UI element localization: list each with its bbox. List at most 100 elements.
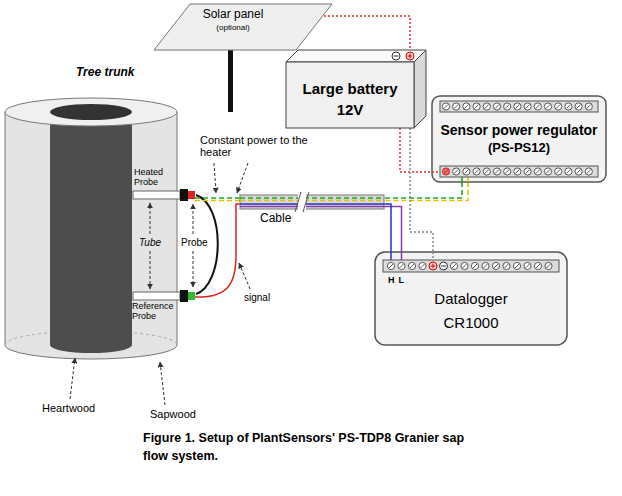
pin-name: L <box>399 276 405 286</box>
leader-arrow <box>150 203 151 234</box>
terminal-screw <box>534 103 541 110</box>
terminal-screw <box>585 168 592 175</box>
plus-terminal <box>406 52 414 60</box>
figure-caption: Figure 1. Setup of PlantSensors' PS-TDP8… <box>143 430 488 465</box>
terminal-screw <box>524 103 531 110</box>
datalogger-box: DataloggerCR1000 <box>375 252 567 345</box>
terminal-screw <box>524 262 531 269</box>
terminal-screw <box>482 262 489 269</box>
signal-wire-purple <box>384 207 402 253</box>
terminal-screw <box>534 168 541 175</box>
cable-core <box>240 200 384 202</box>
part-label: Tube <box>139 237 161 248</box>
signal-wire <box>384 204 391 252</box>
node-title: Datalogger <box>434 290 507 307</box>
solar-panel: Solar panel(optional) <box>154 4 332 50</box>
terminal-screw <box>442 103 449 110</box>
reference-probe-needle <box>133 292 180 300</box>
power-regulator: Sensor power regulator(PS-PS12) <box>432 96 606 182</box>
node-title: Cable <box>260 212 291 226</box>
terminal-screw <box>493 103 500 110</box>
battery-side <box>414 50 426 128</box>
terminal-screw <box>450 262 457 269</box>
terminal-screw <box>513 262 520 269</box>
leader-arrow <box>70 358 75 399</box>
power-regulator-shape <box>432 96 606 182</box>
node-subtitle: (optional) <box>216 23 249 32</box>
leader-arrow <box>193 204 194 234</box>
leader-arrow <box>237 163 248 193</box>
sapwood-cylinder <box>5 112 177 359</box>
power-wire <box>410 128 433 252</box>
terminal-screw <box>585 103 592 110</box>
heated-probe-needle <box>133 191 180 199</box>
terminal-screw <box>387 262 394 269</box>
heater-power-wire <box>384 182 462 198</box>
terminal-screw <box>514 168 521 175</box>
node-title: Large battery <box>302 80 397 97</box>
part-label: Heartwood <box>42 402 95 414</box>
terminal-screw <box>473 168 480 175</box>
leader-arrow <box>160 362 165 405</box>
cable-break-mark <box>303 192 309 212</box>
terminal-screw <box>463 103 470 110</box>
terminal-screw <box>504 103 511 110</box>
terminal-screw <box>492 262 499 269</box>
terminal-screw <box>524 168 531 175</box>
terminal-screw <box>473 103 480 110</box>
terminal-screw <box>545 262 552 269</box>
power-wire <box>400 128 432 172</box>
terminal-screw <box>483 103 490 110</box>
part-label: Reference Probe <box>132 302 182 322</box>
terminal-screw <box>471 262 478 269</box>
terminal-screw <box>504 168 511 175</box>
heater-wire-green <box>195 197 240 199</box>
annotation: Constant power to the heater <box>200 134 312 158</box>
regulator-outline <box>432 96 606 182</box>
wire-stub <box>467 177 469 182</box>
terminal-screw <box>514 103 521 110</box>
cable-core <box>240 197 384 199</box>
terminal-strip <box>440 101 598 112</box>
heated-probe-plug-tip <box>188 191 195 199</box>
battery-front <box>286 62 414 128</box>
leader-arrow <box>150 251 151 289</box>
leader-arrow <box>193 251 194 287</box>
terminal-screw <box>453 168 460 175</box>
power-wire <box>332 16 410 50</box>
power-wire-yellow <box>384 182 468 201</box>
terminal-screw <box>575 168 582 175</box>
datalogger-outline <box>375 252 567 345</box>
terminal-screw <box>408 262 415 269</box>
leader-arrow <box>214 163 216 193</box>
terminal-screw <box>534 262 541 269</box>
terminal-screw <box>493 168 500 175</box>
cable: Cable <box>240 195 384 209</box>
panel-outline <box>154 4 332 50</box>
wire-stub <box>461 177 463 182</box>
terminal-screw <box>565 103 572 110</box>
terminal-screw <box>544 103 551 110</box>
terminal-screw <box>453 103 460 110</box>
heater-wire-yellow <box>195 200 240 202</box>
terminal-screw <box>398 262 405 269</box>
part-label: Sapwood <box>150 408 196 420</box>
sapwood-top <box>5 98 177 126</box>
signal-wire <box>195 204 240 297</box>
solar-panel-pole <box>228 50 233 112</box>
terminal-screw <box>565 168 572 175</box>
cable-core <box>240 203 384 205</box>
terminal-screw <box>461 262 468 269</box>
heartwood-top <box>50 104 132 120</box>
terminal-screw <box>442 168 449 175</box>
terminal-screw <box>419 262 426 269</box>
node-title: Sensor power regulator <box>440 122 597 138</box>
minus-terminal <box>440 262 448 270</box>
part-label: Probe <box>181 237 208 248</box>
pin-name: H <box>388 276 395 286</box>
cable-core <box>240 206 384 208</box>
leader-arrow <box>239 263 250 289</box>
cable-break-mark <box>295 192 301 212</box>
terminal-screw <box>463 168 470 175</box>
terminal-screw <box>503 262 510 269</box>
